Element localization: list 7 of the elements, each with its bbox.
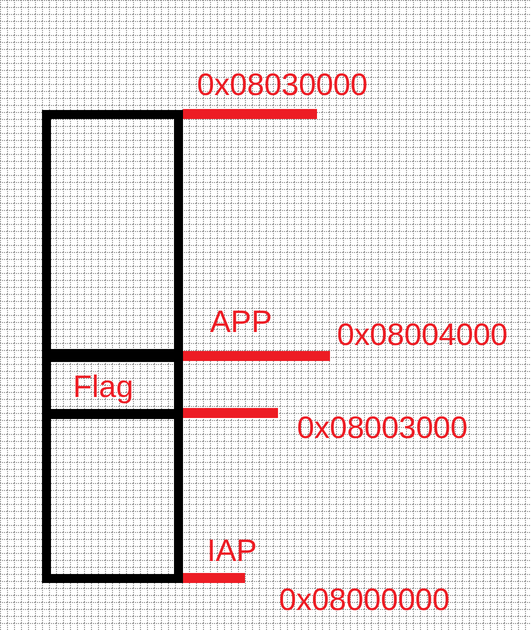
address-label: 0x08030000: [197, 69, 368, 100]
region-label: IAP: [207, 535, 257, 566]
address-label: 0x08000000: [279, 584, 450, 615]
region-label: Flag: [73, 371, 134, 402]
address-label: 0x08003000: [297, 412, 468, 443]
address-label: 0x08004000: [337, 319, 508, 350]
region-label: APP: [210, 306, 272, 337]
